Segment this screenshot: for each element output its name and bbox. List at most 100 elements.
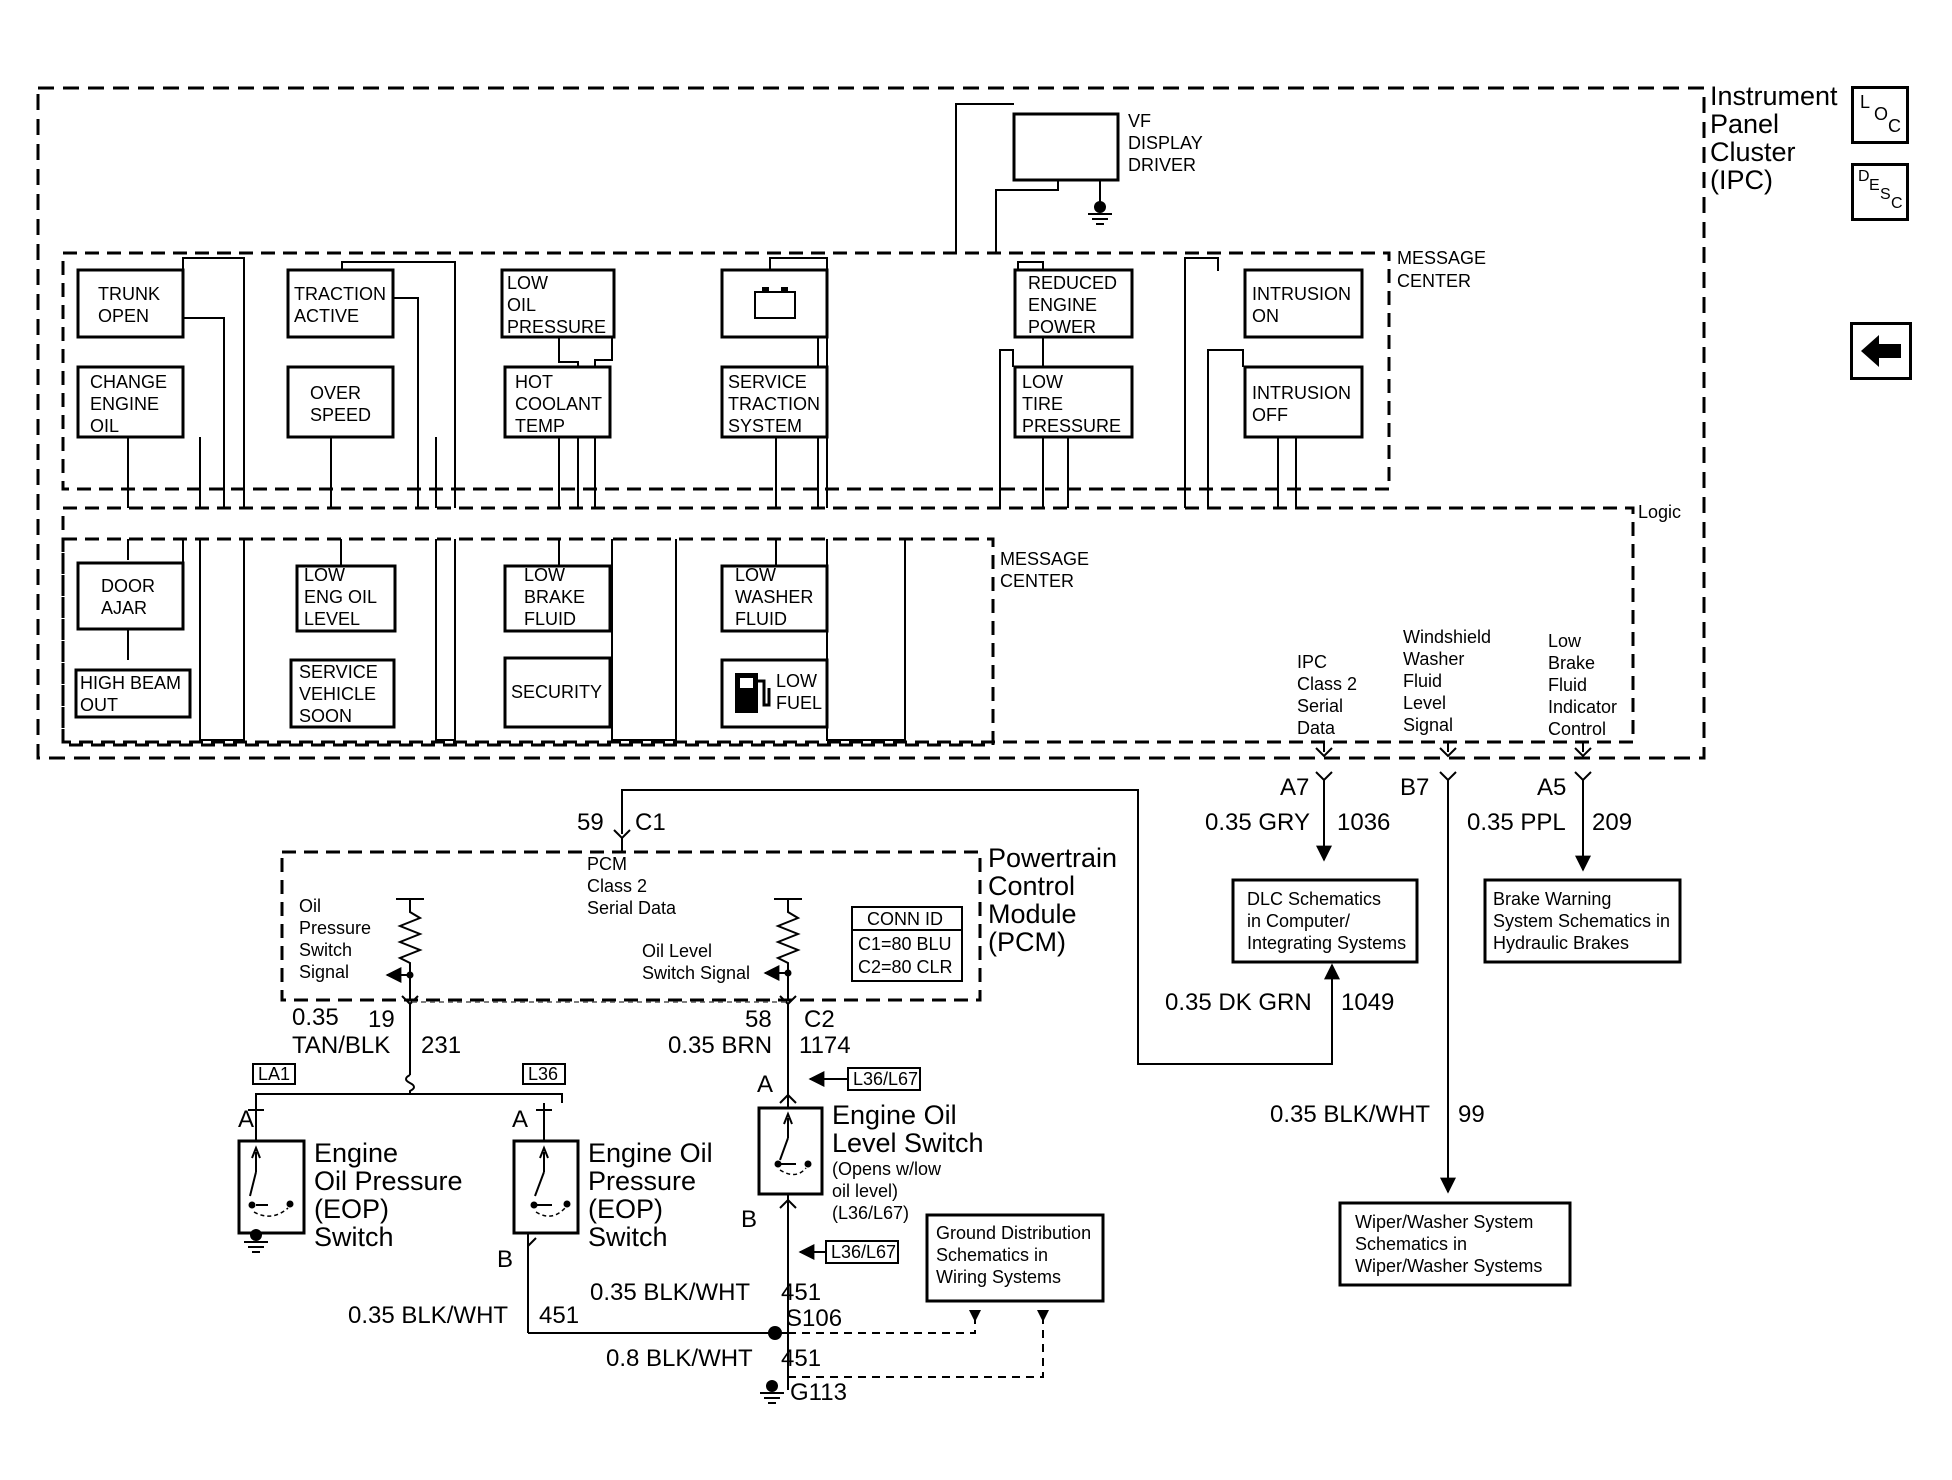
- svg-text:SOON: SOON: [299, 706, 352, 726]
- svg-text:Serial: Serial: [1297, 696, 1343, 716]
- pin-a5: A5: [1537, 774, 1566, 801]
- svg-text:Module: Module: [988, 899, 1077, 929]
- loc-letter-l: L: [1860, 92, 1871, 112]
- loc-letter-c: C: [1888, 116, 1901, 136]
- message-center-upper-label-1: MESSAGE: [1397, 248, 1486, 268]
- loc-button[interactable]: L O C: [1851, 86, 1909, 144]
- ref-ground-distribution[interactable]: Ground Distribution Schematics in Wiring…: [925, 1213, 1105, 1303]
- wire-dk-grn: 0.35 DK GRN: [1165, 989, 1312, 1016]
- svg-text:Oil Level: Oil Level: [642, 941, 712, 961]
- msg-intrusion-on: INTRUSION ON: [1243, 268, 1364, 339]
- svg-text:Engine Oil: Engine Oil: [588, 1138, 713, 1168]
- svg-text:LOW: LOW: [524, 565, 565, 585]
- svg-text:LOW: LOW: [735, 565, 776, 585]
- option-tag-la1: LA1: [252, 1063, 296, 1085]
- svg-text:DLC Schematics: DLC Schematics: [1247, 889, 1381, 909]
- level-switch-terminal-b: B: [741, 1206, 757, 1233]
- svg-text:Switch Signal: Switch Signal: [642, 963, 750, 983]
- ref-dlc-schematics[interactable]: DLC Schematics in Computer/ Integrating …: [1231, 878, 1419, 964]
- pin-a7: A7: [1280, 774, 1309, 801]
- svg-text:in Computer/: in Computer/: [1247, 911, 1350, 931]
- svg-text:VEHICLE: VEHICLE: [299, 684, 376, 704]
- svg-text:Engine: Engine: [314, 1138, 398, 1168]
- svg-text:Control: Control: [1548, 719, 1606, 739]
- svg-text:Brake Warning: Brake Warning: [1493, 889, 1611, 909]
- pcm-pullup-resistor-1: [385, 898, 424, 1000]
- svg-text:Schematics in: Schematics in: [1355, 1234, 1467, 1254]
- eop1-switch-body: [237, 1139, 306, 1240]
- svg-text:L36/L67: L36/L67: [853, 1069, 918, 1089]
- svg-text:PCM: PCM: [587, 854, 627, 874]
- svg-text:HIGH BEAM: HIGH BEAM: [80, 673, 181, 693]
- ground-wire-bottom: 0.8 BLK/WHT: [606, 1345, 753, 1372]
- pcm-pin-59: 59: [577, 809, 604, 836]
- pcm-conn-id-box: CONN ID C1=80 BLU C2=80 CLR: [851, 906, 963, 982]
- msg-service-vehicle-soon: SERVICE VEHICLE SOON: [289, 658, 396, 729]
- svg-text:LEVEL: LEVEL: [304, 609, 360, 629]
- ground-wiring: [528, 1332, 789, 1390]
- msg-low-eng-oil-level: LOW ENG OIL LEVEL: [295, 564, 397, 633]
- svg-text:Ground Distribution: Ground Distribution: [936, 1223, 1091, 1243]
- eop-wire-gauge: 0.35: [292, 1004, 339, 1031]
- svg-text:Panel: Panel: [1710, 109, 1779, 139]
- desc-button[interactable]: D E S C: [1851, 163, 1909, 221]
- svg-text:DRIVER: DRIVER: [1128, 155, 1196, 175]
- svg-text:OPEN: OPEN: [98, 306, 149, 326]
- vf-ground-symbol: [1088, 213, 1112, 225]
- svg-text:SECURITY: SECURITY: [511, 682, 602, 702]
- circuit-1036: 1036: [1337, 809, 1390, 836]
- class2-data-loop: [621, 789, 1333, 1065]
- msg-service-traction-system: SERVICE TRACTION SYSTEM: [720, 365, 829, 439]
- svg-text:Switch: Switch: [299, 940, 352, 960]
- level-wire-pin-58: 58: [745, 1006, 772, 1033]
- svg-text:SERVICE: SERVICE: [728, 372, 807, 392]
- msg-low-fuel: LOW FUEL: [720, 658, 829, 729]
- svg-text:Indicator: Indicator: [1548, 697, 1617, 717]
- pcm-oil-pressure-label: Oil Pressure Switch Signal: [299, 896, 371, 982]
- desc-letter-d: D: [1858, 168, 1870, 185]
- svg-text:IPC: IPC: [1297, 652, 1327, 672]
- svg-text:HOT: HOT: [515, 372, 553, 392]
- ref-wiper-washer[interactable]: Wiper/Washer System Schematics in Wiper/…: [1338, 1201, 1572, 1287]
- svg-text:ENGINE: ENGINE: [1028, 295, 1097, 315]
- svg-text:Hydraulic Brakes: Hydraulic Brakes: [1493, 933, 1629, 953]
- pcm-class2-label: PCM Class 2 Serial Data: [587, 854, 677, 918]
- svg-text:POWER: POWER: [1028, 317, 1096, 337]
- svg-text:L36: L36: [528, 1064, 558, 1084]
- svg-text:LA1: LA1: [258, 1064, 290, 1084]
- svg-text:Signal: Signal: [299, 962, 349, 982]
- level-wire-color: 0.35 BRN: [668, 1032, 772, 1059]
- vf-display-driver-box: [1012, 112, 1120, 182]
- eop-wire-circuit: 231: [421, 1032, 461, 1059]
- desc-letter-c: C: [1891, 195, 1903, 212]
- pcm-node-2: [784, 969, 792, 977]
- splice-s106: S106: [786, 1305, 842, 1332]
- svg-text:Class 2: Class 2: [1297, 674, 1357, 694]
- svg-text:FLUID: FLUID: [735, 609, 787, 629]
- svg-text:Level: Level: [1403, 693, 1446, 713]
- eop1-ground-symbol: [244, 1241, 268, 1253]
- level-switch-label: Engine Oil Level Switch: [832, 1100, 984, 1158]
- level-switch-connector-a: [779, 1094, 797, 1108]
- message-center-lower-label-2: CENTER: [1000, 571, 1074, 591]
- svg-text:TIRE: TIRE: [1022, 394, 1063, 414]
- svg-text:Control: Control: [988, 871, 1075, 901]
- svg-text:Powertrain: Powertrain: [988, 843, 1117, 873]
- wire-ppl: 0.35 PPL: [1467, 809, 1566, 836]
- svg-text:BRAKE: BRAKE: [524, 587, 585, 607]
- wire-blk-wht-99: 0.35 BLK/WHT: [1270, 1101, 1430, 1128]
- svg-text:(PCM): (PCM): [988, 927, 1066, 957]
- msg-traction-active: TRACTION ACTIVE: [286, 268, 395, 339]
- svg-text:OVER: OVER: [310, 383, 361, 403]
- ground-dashed-2: [788, 1315, 1044, 1378]
- svg-text:(EOP): (EOP): [314, 1194, 389, 1224]
- svg-text:OIL: OIL: [507, 295, 536, 315]
- circuit-1049: 1049: [1341, 989, 1394, 1016]
- ref-brake-warning[interactable]: Brake Warning System Schematics in Hydra…: [1483, 878, 1682, 964]
- svg-text:Level Switch: Level Switch: [832, 1128, 984, 1158]
- back-button[interactable]: [1850, 322, 1912, 380]
- svg-text:ENGINE: ENGINE: [90, 394, 159, 414]
- svg-text:FUEL: FUEL: [776, 693, 822, 713]
- svg-text:LOW: LOW: [304, 565, 345, 585]
